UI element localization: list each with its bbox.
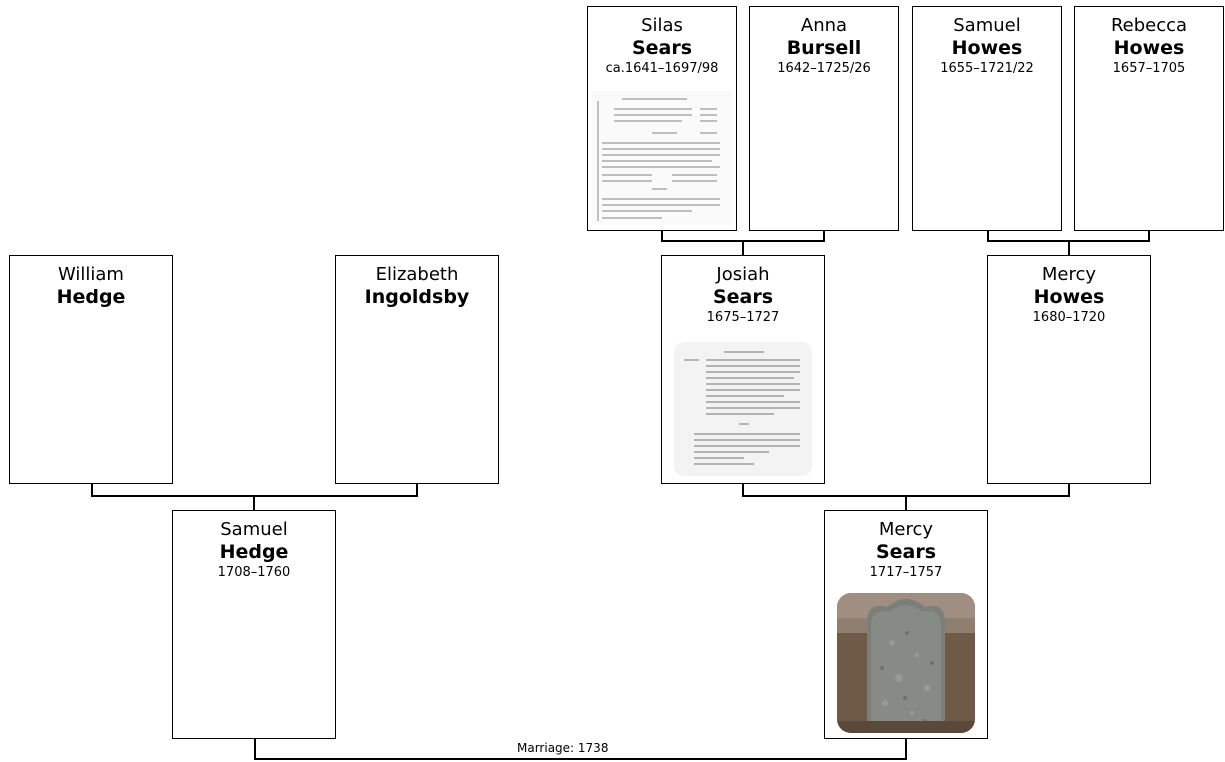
person-card-samuel-howes[interactable]: Samuel Howes 1655–1721/22 [912,6,1062,231]
person-card-josiah-sears[interactable]: Josiah Sears 1675–1727 [661,255,825,484]
person-card-mercy-sears[interactable]: Mercy Sears 1717–1757 [824,510,988,739]
first-name: William [58,264,124,285]
person-card-anna-bursell[interactable]: Anna Bursell 1642–1725/26 [749,6,899,231]
life-dates: 1717–1757 [869,565,943,580]
connector [823,231,825,241]
connector [661,231,663,241]
connector [742,240,744,255]
life-dates: ca.1641–1697/98 [605,61,719,76]
connector [253,495,255,510]
surname: Ingoldsby [364,286,470,308]
person-card-samuel-hedge[interactable]: Samuel Hedge 1708–1760 [172,510,336,739]
first-name: Josiah [716,264,770,285]
connector [91,484,93,496]
first-name: Silas [641,15,683,36]
connector [1068,240,1070,255]
first-name: Samuel [953,15,1021,36]
document-scan-image [592,91,732,225]
connector [91,495,418,497]
first-name: Mercy [1041,264,1097,285]
first-name: Elizabeth [375,264,459,285]
first-name: Rebecca [1110,15,1188,36]
surname: Hedge [219,541,289,563]
surname: Howes [951,37,1023,59]
marriage-connector [905,739,907,759]
life-dates: 1657–1705 [1112,61,1186,76]
surname: Sears [712,286,774,308]
surname: Sears [875,541,937,563]
first-name: Mercy [878,519,934,540]
connector [1148,231,1150,241]
surname: Sears [631,37,693,59]
surname: Hedge [56,286,126,308]
person-card-mercy-howes[interactable]: Mercy Howes 1680–1720 [987,255,1151,484]
connector [742,484,744,496]
person-card-william-hedge[interactable]: William Hedge [9,255,173,484]
marriage-connector [254,758,907,760]
first-name: Anna [800,15,848,36]
first-name: Samuel [220,519,288,540]
life-dates: 1708–1760 [217,565,291,580]
life-dates: 1642–1725/26 [777,61,871,76]
person-card-silas-sears[interactable]: Silas Sears ca.1641–1697/98 [587,6,737,231]
document-scan-image [674,342,812,476]
marriage-connector [254,739,256,759]
marriage-label: Marriage: 1738 [517,741,609,755]
life-dates: 1655–1721/22 [940,61,1034,76]
surname: Howes [1033,286,1105,308]
surname: Bursell [786,37,862,59]
gravestone-image [837,593,975,733]
connector [416,484,418,496]
life-dates: 1680–1720 [1032,310,1106,325]
connector [1068,484,1070,496]
life-dates: 1675–1727 [706,310,780,325]
surname: Howes [1113,37,1185,59]
person-card-rebecca-howes[interactable]: Rebecca Howes 1657–1705 [1074,6,1224,231]
connector [987,231,989,241]
person-card-elizabeth-ingoldsby[interactable]: Elizabeth Ingoldsby [335,255,499,484]
connector [905,495,907,510]
